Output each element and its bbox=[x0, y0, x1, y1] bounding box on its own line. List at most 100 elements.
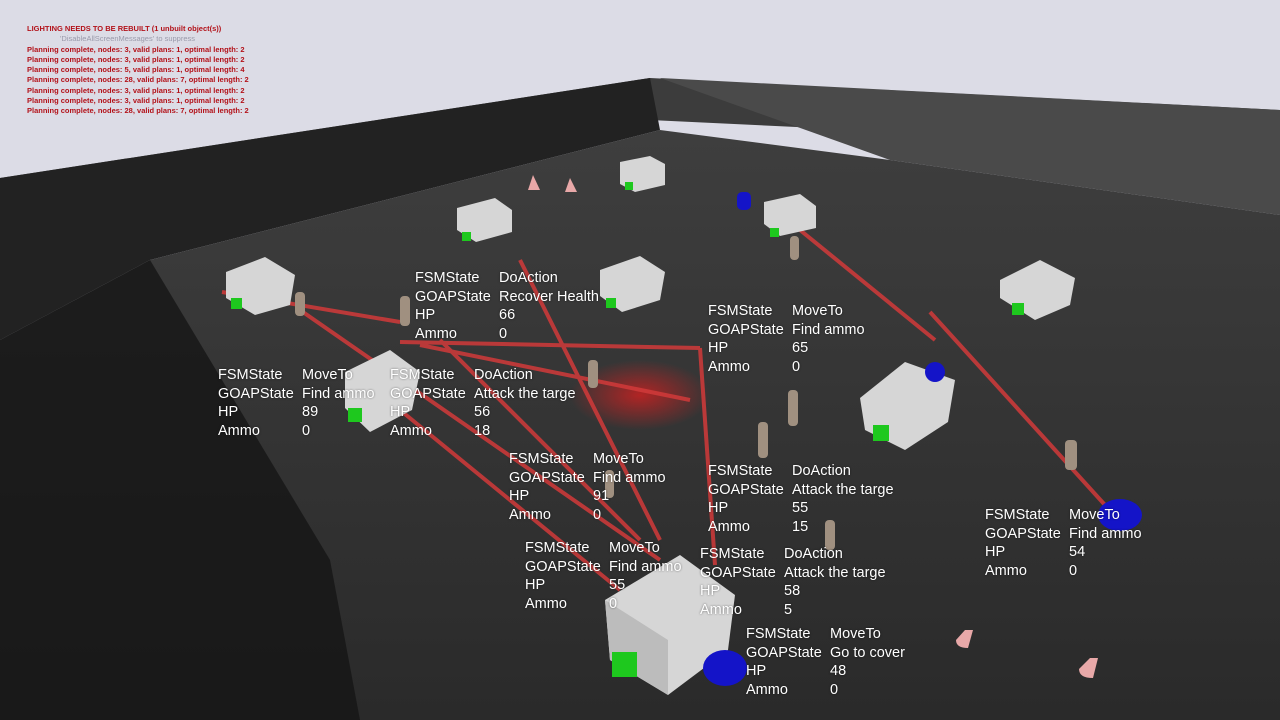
screen-messages: LIGHTING NEEDS TO BE REBUILT (1 unbuilt … bbox=[27, 24, 249, 117]
log-line: Planning complete, nodes: 28, valid plan… bbox=[27, 75, 249, 85]
log-line: Planning complete, nodes: 5, valid plans… bbox=[27, 65, 245, 75]
debug-key: HP bbox=[708, 500, 729, 517]
debug-row-ammo: Ammo 18 bbox=[390, 422, 576, 441]
log-line: Planning complete, nodes: 3, valid plans… bbox=[27, 96, 245, 106]
debug-value-fsm: MoveTo bbox=[1069, 507, 1120, 523]
debug-key: GOAPState bbox=[525, 558, 601, 575]
debug-value-ammo: 0 bbox=[792, 359, 801, 376]
debug-key: GOAPState bbox=[218, 385, 294, 402]
debug-value-fsm: DoAction bbox=[792, 463, 851, 479]
debug-value-fsm: DoAction bbox=[499, 270, 558, 286]
debug-key: HP bbox=[700, 583, 721, 600]
debug-key: FSMState bbox=[390, 367, 455, 383]
debug-value-fsm: MoveTo bbox=[609, 540, 660, 556]
debug-value-ammo: 0 bbox=[1069, 563, 1078, 580]
debug-key: HP bbox=[746, 663, 767, 680]
debug-value-ammo: 0 bbox=[609, 596, 618, 613]
debug-row-fsm: FSMState MoveTo bbox=[525, 539, 682, 558]
debug-key: HP bbox=[415, 307, 436, 324]
debug-key: Ammo bbox=[509, 507, 551, 524]
debug-value-hp: 55 bbox=[792, 500, 809, 517]
debug-key: FSMState bbox=[985, 507, 1050, 523]
debug-key: Ammo bbox=[700, 602, 742, 619]
debug-value-hp: 55 bbox=[609, 577, 626, 594]
debug-key: GOAPState bbox=[700, 564, 776, 581]
debug-key: FSMState bbox=[525, 540, 590, 556]
debug-key: FSMState bbox=[218, 367, 283, 383]
debug-key: GOAPState bbox=[746, 644, 822, 661]
debug-row-fsm: FSMState DoAction bbox=[390, 366, 576, 385]
debug-key: GOAPState bbox=[509, 469, 585, 486]
debug-row-ammo: Ammo 0 bbox=[218, 422, 375, 441]
debug-key: GOAPState bbox=[708, 481, 784, 498]
debug-key: HP bbox=[985, 544, 1006, 561]
debug-value-hp: 54 bbox=[1069, 544, 1086, 561]
debug-key: Ammo bbox=[218, 423, 260, 440]
pickups bbox=[528, 175, 1142, 678]
debug-value-ammo: 18 bbox=[474, 423, 491, 440]
debug-value-fsm: DoAction bbox=[474, 367, 533, 383]
debug-value-goap: Find ammo bbox=[593, 469, 666, 486]
debug-row-goap: GOAPState Attack the targe bbox=[708, 481, 894, 500]
debug-value-fsm: MoveTo bbox=[302, 367, 353, 383]
debug-value-goap: Attack the targe bbox=[474, 385, 576, 402]
debug-value-ammo: 0 bbox=[499, 326, 508, 343]
debug-value-fsm: MoveTo bbox=[830, 626, 881, 642]
debug-value-goap: Find ammo bbox=[302, 385, 375, 402]
debug-value-hp: 91 bbox=[593, 488, 610, 505]
debug-value-hp: 65 bbox=[792, 340, 809, 357]
laser-lines bbox=[221, 228, 1107, 592]
debug-key: Ammo bbox=[390, 423, 432, 440]
debug-row-goap: GOAPState Attack the targe bbox=[700, 564, 886, 583]
debug-value-ammo: 15 bbox=[792, 519, 809, 536]
debug-value-goap: Attack the targe bbox=[792, 481, 894, 498]
red-glow bbox=[570, 360, 710, 430]
log-line: Planning complete, nodes: 3, valid plans… bbox=[27, 54, 245, 64]
debug-value-fsm: DoAction bbox=[784, 546, 843, 562]
debug-value-fsm: MoveTo bbox=[593, 451, 644, 467]
debug-key: FSMState bbox=[708, 303, 773, 319]
debug-value-hp: 66 bbox=[499, 307, 516, 324]
cover-boxes bbox=[226, 156, 1075, 695]
debug-row-fsm: FSMState MoveTo bbox=[985, 506, 1142, 525]
debug-row-goap: GOAPState Find ammo bbox=[218, 385, 375, 404]
debug-value-goap: Attack the targe bbox=[784, 564, 886, 581]
log-line: Planning complete, nodes: 3, valid plans… bbox=[27, 44, 245, 54]
debug-key: FSMState bbox=[700, 546, 765, 562]
debug-row-hp: HP 55 bbox=[708, 499, 894, 518]
floor-shadow-left bbox=[0, 260, 360, 720]
debug-row-hp: HP 54 bbox=[985, 543, 1142, 562]
debug-value-hp: 58 bbox=[784, 583, 801, 600]
right-wall bbox=[660, 78, 1280, 215]
lighting-warning: LIGHTING NEEDS TO BE REBUILT (1 unbuilt … bbox=[27, 24, 222, 33]
debug-key: GOAPState bbox=[390, 385, 466, 402]
debug-value-goap: Find ammo bbox=[792, 321, 865, 338]
debug-row-fsm: FSMState MoveTo bbox=[218, 366, 375, 385]
debug-value-ammo: 0 bbox=[302, 423, 311, 440]
debug-key: GOAPState bbox=[985, 525, 1061, 542]
debug-value-goap: Find ammo bbox=[1069, 525, 1142, 542]
debug-value-goap: Recover Health bbox=[499, 288, 599, 305]
debug-value-fsm: MoveTo bbox=[792, 303, 843, 319]
